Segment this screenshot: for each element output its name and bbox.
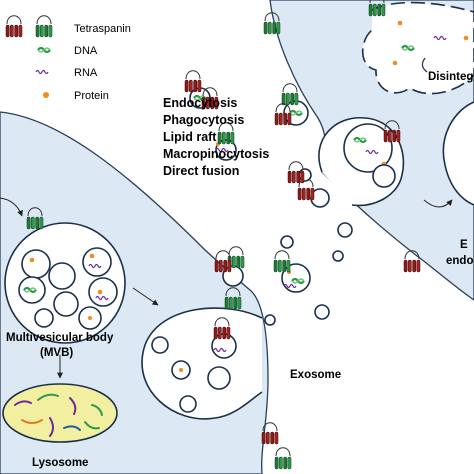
- endosome-label-line1: E: [460, 239, 468, 251]
- pathway-item: Endocytosis: [163, 96, 237, 110]
- legend-rna-label: RNA: [74, 67, 98, 79]
- legend: Tetraspanin DNA RNA Protein: [5, 15, 131, 102]
- lysosome: [2, 383, 118, 443]
- tetraspanin-marker: [263, 12, 281, 35]
- pathway-item: Macropinocytosis: [163, 147, 269, 161]
- early-endosome: [442, 101, 474, 206]
- legend-protein-label: Protein: [74, 90, 109, 102]
- endocytic-vesicle: [372, 164, 396, 188]
- legend-dna-icon: [36, 46, 52, 54]
- pathway-item: Lipid raft: [163, 130, 217, 144]
- mvb-to-membrane-arrow: [132, 287, 159, 306]
- free-exosomes: [184, 70, 353, 326]
- exosome-label: Exosome: [290, 369, 341, 381]
- entry-arrow: [0, 197, 23, 217]
- legend-tetraspanin-label: Tetraspanin: [74, 23, 131, 35]
- endosome-label-line2: endo: [446, 255, 473, 267]
- disintegration-contents: [392, 20, 469, 73]
- disintegration-label: Disintegr: [428, 71, 474, 83]
- mvb-abbrev-label: (MVB): [40, 347, 73, 359]
- pathway-item: Direct fusion: [163, 164, 239, 178]
- mvb-label: Multivesicular body: [6, 332, 114, 344]
- legend-tetraspanin-icon: [5, 15, 53, 38]
- exocytosis-vesicles: [151, 333, 237, 413]
- lysosome-label: Lysosome: [32, 457, 88, 469]
- endocytic-vesicle: [343, 123, 393, 173]
- tetraspanin-marker: [274, 447, 292, 470]
- lysosome-contents: [14, 393, 103, 437]
- mvb-contents: [18, 247, 118, 330]
- legend-protein-icon: [43, 92, 49, 98]
- pathway-item: Phagocytosis: [163, 113, 244, 127]
- exocytosis-pocket: [141, 307, 263, 420]
- uptake-arrow: [423, 199, 453, 208]
- tetraspanin-marker: [403, 250, 421, 273]
- tetraspanin-marker: [261, 422, 279, 445]
- legend-rna-icon: [35, 69, 49, 75]
- uptake-pathways-list: Endocytosis Phagocytosis Lipid raft Macr…: [163, 96, 269, 178]
- disintegrating-vesicle: [361, 1, 474, 95]
- legend-dna-label: DNA: [74, 45, 98, 57]
